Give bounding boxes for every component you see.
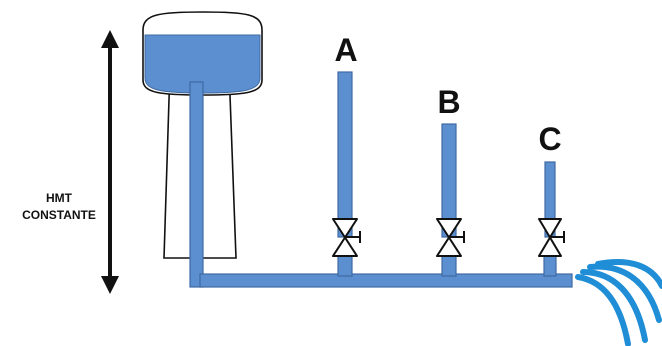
water-jet-icon — [575, 259, 662, 346]
hmt-label-line2: CONSTANTE — [22, 208, 96, 222]
valve-icon[interactable] — [436, 218, 465, 257]
standpipe-b — [436, 123, 465, 277]
valve-icon[interactable] — [538, 218, 565, 257]
pipe-b-letter: B — [437, 84, 460, 120]
main-pipe — [199, 273, 573, 288]
standpipe-c — [538, 161, 565, 277]
double-arrow-icon — [101, 30, 119, 294]
standpipe-a — [332, 71, 361, 277]
pipe-a-letter: A — [334, 32, 357, 68]
hmt-label: HMT CONSTANTE — [4, 190, 114, 224]
hmt-label-line1: HMT — [46, 191, 72, 205]
pipe-c-letter: C — [538, 121, 561, 157]
tower-supply-pipe — [189, 81, 204, 288]
water-tower — [142, 11, 263, 288]
valve-icon[interactable] — [332, 218, 361, 257]
